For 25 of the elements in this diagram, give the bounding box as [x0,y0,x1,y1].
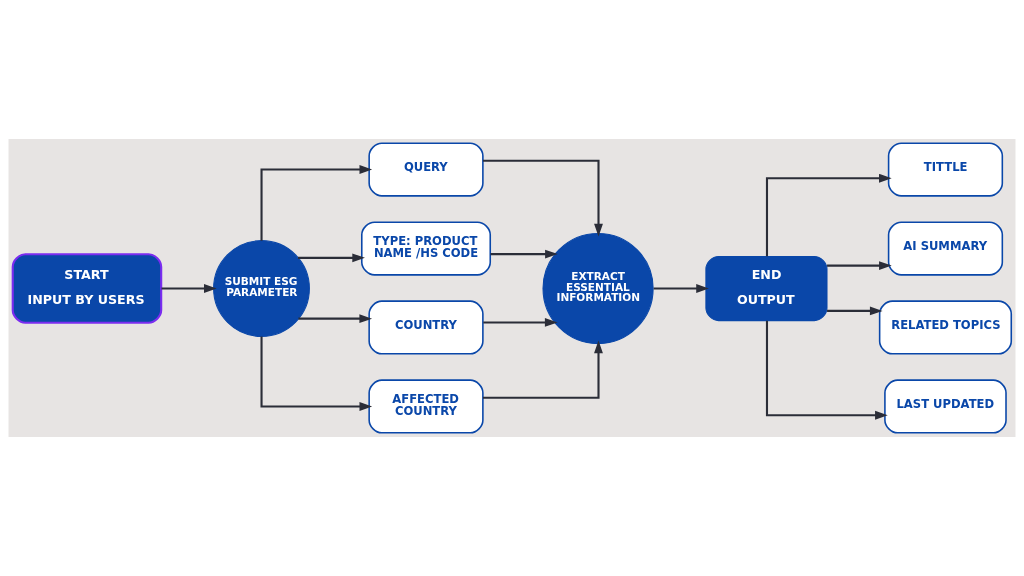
arrow [260,336,373,411]
arrow [260,165,373,241]
arrow [482,159,603,237]
arrow [827,261,892,271]
arrow [765,173,892,257]
arrow [653,284,709,293]
arrow [827,306,883,316]
node-box: COUNTRY [368,300,484,355]
arrow [490,249,558,259]
node-box: TITTLE [887,142,1004,197]
node-box: END OUTPUT [705,255,828,322]
arrow [161,284,217,293]
arrow [298,314,373,324]
arrow [298,253,365,263]
arrow [482,340,603,399]
node-box: TYPE: PRODUCT NAME /HS CODE [361,221,492,276]
node-box: QUERY [368,142,484,197]
node-box: LAST UPDATED [884,379,1007,434]
arrow [765,320,888,420]
node-box: START INPUT BY USERS [11,253,163,324]
node-box: RELATED TOPICS [878,300,1013,355]
arrow [483,318,558,327]
node-circle: SUBMIT ESG PARAMETER [213,240,310,337]
node-box: AI SUMMARY [887,221,1004,276]
node-box: AFFECTED COUNTRY [368,379,484,434]
